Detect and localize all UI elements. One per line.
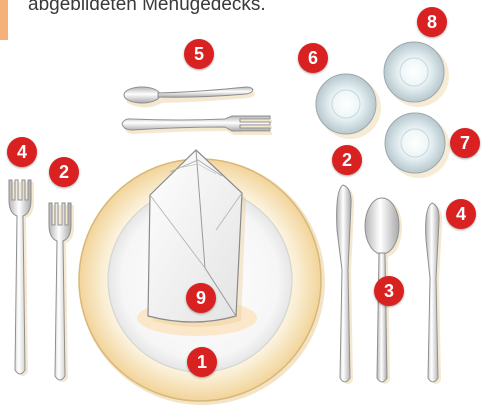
badge-3-soup-spoon: 3 xyxy=(374,276,404,306)
dessert-spoon-icon xyxy=(124,87,255,108)
badge-2-main-knife: 2 xyxy=(332,145,362,175)
badge-9-napkin: 9 xyxy=(186,283,216,313)
main-fork-icon xyxy=(49,203,74,382)
badge-6-glass: 6 xyxy=(298,43,328,73)
badge-8-glass: 8 xyxy=(417,7,447,37)
dessert-fork-icon xyxy=(122,116,272,135)
glass-8-icon xyxy=(384,42,449,107)
glass-7-icon xyxy=(385,113,450,178)
starter-fork-icon xyxy=(9,180,34,376)
badge-4-starter-fork: 4 xyxy=(7,137,37,167)
starter-knife-icon xyxy=(426,203,443,384)
main-knife-icon xyxy=(337,185,355,384)
glass-6-icon xyxy=(316,74,381,139)
badge-1-plate: 1 xyxy=(187,347,217,377)
badge-5-dessert-cutlery: 5 xyxy=(184,39,214,69)
badge-7-glass: 7 xyxy=(450,128,480,158)
badge-2-main-fork: 2 xyxy=(49,157,79,187)
badge-4-starter-knife: 4 xyxy=(446,199,476,229)
